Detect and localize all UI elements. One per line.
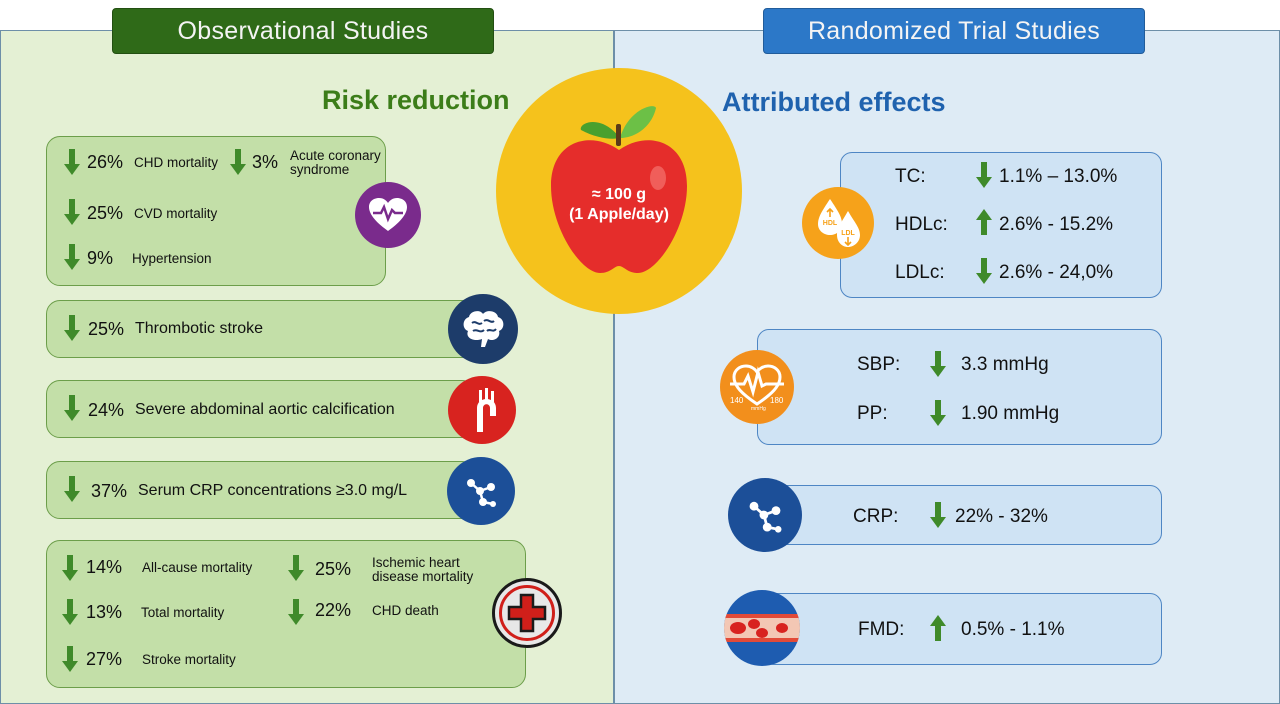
risk-card-cardio (46, 136, 386, 286)
medical-cross-icon (492, 578, 562, 648)
pct-cvd-mortality: 25% (87, 203, 124, 223)
value-sbp: 3.3 mmHg (961, 354, 1049, 375)
arrow-down-icon (64, 148, 80, 176)
label-acute-coronary: Acute coronary syndrome (290, 148, 381, 177)
pct-total-mortality: 13% (86, 602, 123, 622)
label-stroke-mortality: Stroke mortality (142, 652, 236, 667)
arrow-down-icon (930, 399, 946, 427)
randomized-header: Randomized Trial Studies (763, 8, 1145, 54)
effect-card-blood-pressure (757, 329, 1162, 445)
label-ldlc: LDLc: (895, 262, 945, 283)
hdl-icon-label: HDL (823, 220, 838, 227)
attributed-effects-title: Attributed effects (722, 87, 946, 117)
risk-card-mortality (46, 540, 526, 688)
aorta-icon (448, 376, 516, 444)
pct-serum-crp: 37% (91, 481, 128, 501)
label-chd-mortality: CHD mortality (134, 155, 219, 170)
risk-card-crp (46, 461, 476, 519)
label-ischemic-heart: Ischemic heart disease mortality (372, 555, 474, 584)
bp-low-label: 140 (730, 396, 744, 405)
label-tc: TC: (895, 166, 926, 187)
arrow-down-icon (976, 161, 992, 189)
arrow-down-icon (62, 645, 78, 673)
value-fmd: 0.5% - 1.1% (961, 619, 1065, 640)
arrow-up-icon (930, 614, 946, 642)
label-total-mortality: Total mortality (141, 605, 225, 620)
risk-card-stroke (46, 300, 476, 358)
label-crp: CRP: (853, 506, 899, 527)
risk-card-aortic (46, 380, 476, 438)
label-all-cause-mortality: All-cause mortality (142, 560, 253, 575)
pct-stroke-mortality: 27% (86, 649, 123, 669)
observational-header: Observational Studies (112, 8, 494, 54)
observational-header-label: Observational Studies (177, 16, 429, 45)
value-tc: 1.1% – 13.0% (999, 166, 1118, 187)
label-fmd: FMD: (858, 619, 905, 640)
pct-acute-coronary: 3% (252, 152, 279, 172)
label-thrombotic-stroke: Thrombotic stroke (135, 320, 264, 337)
blood-pressure-icon: 140 180 mmHg (720, 350, 794, 424)
effect-card-fmd (762, 593, 1162, 665)
arrow-down-icon (288, 554, 304, 582)
brain-icon (448, 294, 518, 364)
label-sbp: SBP: (857, 354, 901, 375)
pct-chd-death: 22% (315, 600, 352, 620)
value-ldlc: 2.6% - 24,0% (999, 262, 1114, 283)
label-cvd-mortality: CVD mortality (134, 206, 218, 221)
arrow-down-icon (64, 243, 80, 271)
arrow-down-icon (64, 475, 80, 503)
arrow-down-icon (976, 257, 992, 285)
pct-aortic-calcification: 24% (88, 400, 125, 420)
arrow-down-icon (930, 501, 946, 529)
bp-high-label: 180 (770, 396, 784, 405)
effect-card-lipids (840, 152, 1162, 298)
arrow-down-icon (288, 598, 304, 626)
arrow-down-icon (64, 314, 80, 342)
arrow-down-icon (64, 198, 80, 226)
molecule-icon (447, 457, 515, 525)
risk-reduction-title: Risk reduction (322, 85, 510, 115)
arrow-down-icon (930, 350, 946, 378)
heart-pulse-icon (355, 182, 421, 248)
label-serum-crp: Serum CRP concentrations ≥3.0 mg/L (138, 482, 408, 499)
apple-amount-line1: ≈ 100 g (591, 186, 647, 203)
effect-card-crp (762, 485, 1162, 545)
apple-amount-line2: (1 Apple/day) (569, 206, 669, 223)
lipid-drops-icon: HDL LDL (802, 187, 874, 259)
pct-thrombotic-stroke: 25% (88, 319, 125, 339)
value-pp: 1.90 mmHg (961, 403, 1060, 424)
pct-chd-mortality: 26% (87, 152, 124, 172)
molecule-icon (728, 478, 802, 552)
label-hypertension: Hypertension (132, 251, 212, 266)
ldl-icon-label: LDL (841, 230, 855, 237)
bp-unit-label: mmHg (751, 406, 766, 412)
apple-badge: ≈ 100 g (1 Apple/day) (496, 68, 742, 314)
apple-amount: ≈ 100 g (1 Apple/day) (496, 185, 742, 225)
arrow-down-icon (230, 148, 246, 176)
label-pp: PP: (857, 403, 888, 424)
label-aortic-calcification: Severe abdominal aortic calcification (135, 401, 395, 418)
blood-vessel-icon (724, 590, 800, 666)
pct-all-cause-mortality: 14% (86, 557, 123, 577)
randomized-header-label: Randomized Trial Studies (807, 16, 1101, 45)
label-chd-death: CHD death (372, 603, 439, 618)
arrow-up-icon (976, 208, 992, 236)
pct-hypertension: 9% (87, 248, 114, 268)
arrow-down-icon (62, 554, 78, 582)
apple-icon (551, 106, 687, 273)
arrow-down-icon (62, 598, 78, 626)
label-hdlc: HDLc: (895, 214, 948, 235)
value-crp: 22% - 32% (955, 506, 1048, 527)
pct-ischemic-heart: 25% (315, 559, 352, 579)
value-hdlc: 2.6% - 15.2% (999, 214, 1114, 235)
arrow-down-icon (64, 394, 80, 422)
